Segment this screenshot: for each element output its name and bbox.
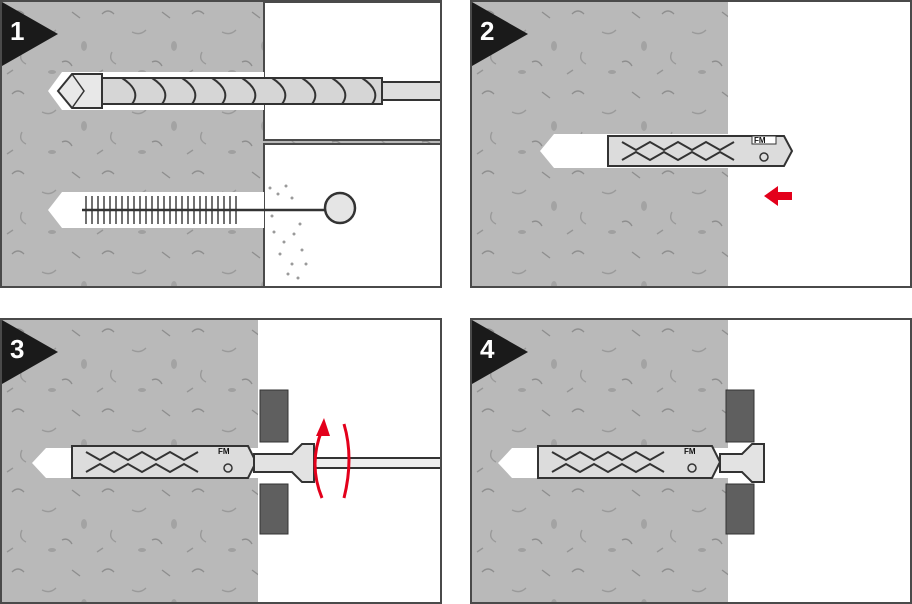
step-1-badge: 1 bbox=[2, 2, 66, 66]
step-4-badge: 4 bbox=[472, 320, 536, 384]
step-3-illustration: FM bbox=[2, 320, 440, 602]
step-3-badge: 3 bbox=[2, 320, 66, 384]
push-arrow-icon bbox=[764, 186, 792, 206]
step-2-illustration: FM bbox=[472, 2, 910, 286]
fixture-washer bbox=[259, 389, 289, 535]
step-number: 4 bbox=[480, 334, 495, 364]
wall-anchor bbox=[71, 445, 258, 479]
step-badge-triangle bbox=[472, 2, 528, 66]
wall-anchor bbox=[607, 135, 794, 167]
screw-head bbox=[719, 443, 765, 483]
step-number: 3 bbox=[10, 334, 25, 364]
step-4-panel: FM 4 bbox=[470, 318, 912, 604]
step-2-badge: 2 bbox=[472, 2, 536, 66]
step-badge-triangle bbox=[2, 2, 58, 66]
anchor-brand-label: FM bbox=[684, 447, 696, 456]
step-1-panel: 1 bbox=[0, 0, 442, 288]
step-3-panel: FM 3 bbox=[0, 318, 442, 604]
anchor-brand-label: FM bbox=[218, 447, 230, 456]
step-number: 2 bbox=[480, 16, 495, 46]
rotate-arrow-icon bbox=[313, 423, 351, 499]
anchor-brand-label: FM bbox=[754, 136, 766, 145]
rotate-arrow-head bbox=[316, 418, 330, 436]
step-4-illustration: FM bbox=[472, 320, 910, 602]
wall-anchor bbox=[537, 445, 722, 479]
step-badge-triangle bbox=[2, 320, 58, 384]
step-number: 1 bbox=[10, 16, 25, 46]
dust-particles bbox=[268, 184, 308, 280]
cleaning-brush bbox=[82, 191, 357, 225]
step-1-illustration bbox=[2, 2, 440, 286]
drill-bit bbox=[56, 73, 440, 109]
fixture-washer bbox=[725, 389, 755, 535]
step-2-panel: FM 2 bbox=[470, 0, 912, 288]
step-badge-triangle bbox=[472, 320, 528, 384]
